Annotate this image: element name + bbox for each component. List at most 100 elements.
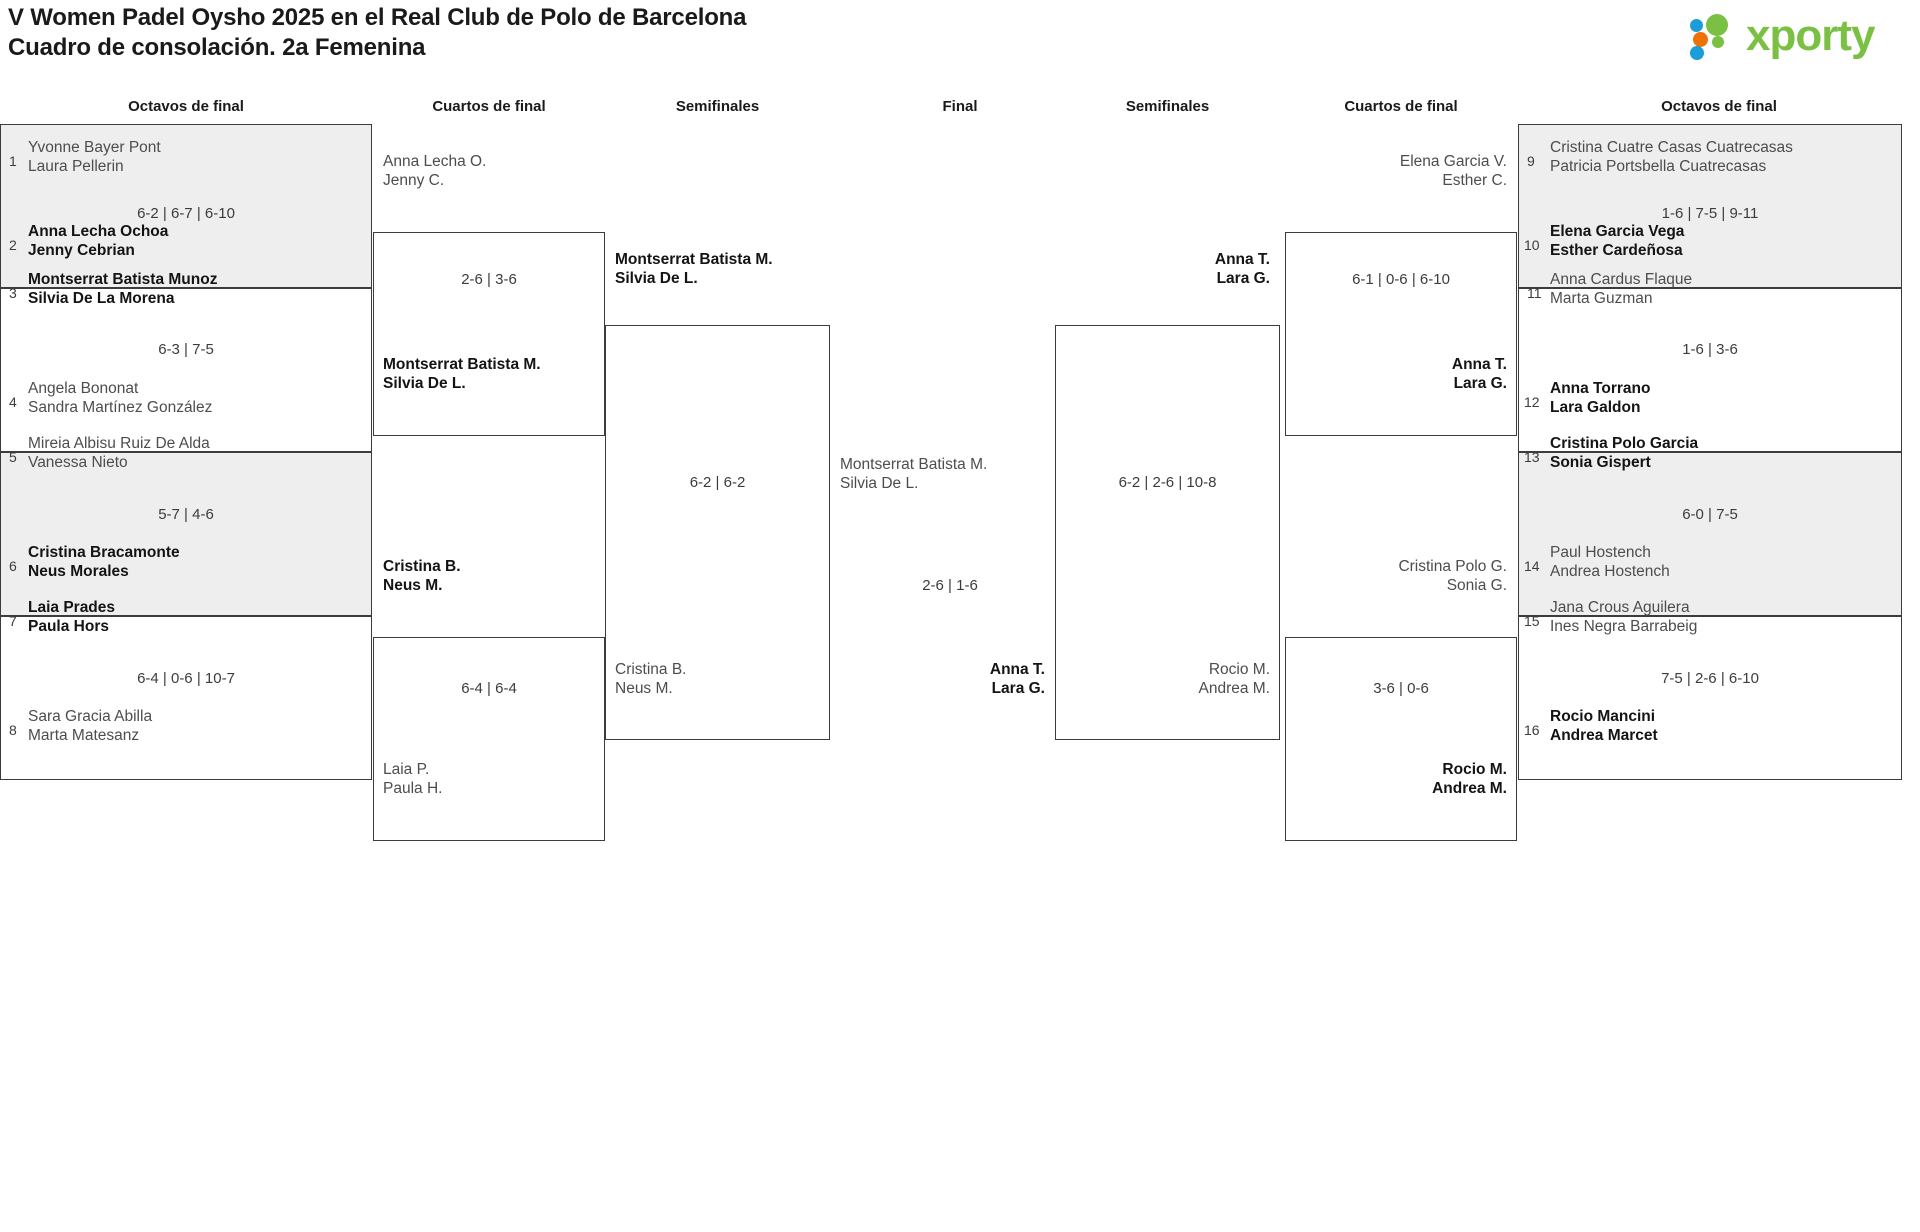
team-player2: Andrea M. <box>1198 680 1270 697</box>
match-box-left-sf-1[interactable] <box>605 325 830 740</box>
bracket-entry-right-r16-1a[interactable]: 9 Cristina Cuatre Casas Cuatrecasas Patr… <box>1518 138 1902 186</box>
seed-number: 14 <box>1524 558 1540 574</box>
match-box-left-r16-3[interactable] <box>0 452 372 616</box>
team-player2: Paula Hors <box>28 618 109 635</box>
bracket-entry-left-r16-1a[interactable]: 1 Yvonne Bayer Pont Laura Pellerin <box>0 138 372 186</box>
bracket-entry-right-qf-1b[interactable]: Anna T. Lara G. <box>1285 355 1517 403</box>
team-player1: Cristina Bracamonte <box>28 544 180 561</box>
team-player1: Anna T. <box>1451 356 1507 373</box>
bracket-entry-left-r16-2b[interactable]: 4 Angela Bononat Sandra Martínez Gonzále… <box>0 379 372 427</box>
seed-number: 8 <box>9 722 17 738</box>
team-player1: Cristina Polo Garcia <box>1550 435 1699 452</box>
team-player2: Neus M. <box>383 577 443 594</box>
team-player1: Elena Garcia V. <box>1399 153 1507 170</box>
bracket-entry-left-r16-4a[interactable]: 7 Laia Prades Paula Hors <box>0 598 372 646</box>
seed-number: 12 <box>1524 394 1540 410</box>
team-player2: Laura Pellerin <box>28 158 124 175</box>
team-player1: Elena Garcia Vega <box>1550 223 1685 240</box>
team-player1: Montserrat Batista M. <box>383 356 541 373</box>
match-box-right-qf-2[interactable] <box>1285 637 1517 841</box>
bracket-entry-right-r16-3a[interactable]: 13 Cristina Polo Garcia Sonia Gispert <box>1518 434 1902 482</box>
match-score-left-r16-3: 5-7 | 4-6 <box>158 506 214 523</box>
bracket-entry-left-r16-1b[interactable]: 2 Anna Lecha Ochoa Jenny Cebrian <box>0 222 372 270</box>
seed-number: 6 <box>9 558 17 574</box>
team-player1: Rocio Mancini <box>1550 708 1656 725</box>
match-box-right-sf-1[interactable] <box>1055 325 1280 740</box>
match-box-left-qf-1[interactable] <box>373 232 605 436</box>
match-box-left-r16-2[interactable] <box>0 288 372 452</box>
xporty-logo[interactable]: xporty <box>1690 8 1906 64</box>
bracket-entry-left-qf-1b[interactable]: Montserrat Batista M. Silvia De L. <box>373 355 605 403</box>
team-player2: Lara G. <box>1216 270 1270 287</box>
bracket-entry-left-r16-3b[interactable]: 6 Cristina Bracamonte Neus Morales <box>0 543 372 591</box>
bracket-entry-right-r16-4a[interactable]: 15 Jana Crous Aguilera Ines Negra Barrab… <box>1518 598 1902 646</box>
match-score-right-sf-1: 6-2 | 2-6 | 10-8 <box>1118 474 1217 491</box>
team-player2: Marta Guzman <box>1550 290 1653 307</box>
round-header-left-sf: Semifinales <box>675 98 760 115</box>
match-box-right-qf-1[interactable] <box>1285 232 1517 436</box>
match-score-right-r16-2: 1-6 | 3-6 <box>1682 341 1738 358</box>
team-player1: Montserrat Batista M. <box>615 251 773 268</box>
team-player2: Sonia Gispert <box>1550 454 1651 471</box>
match-box-left-r16-4[interactable] <box>0 616 372 780</box>
team-player2: Esther Cardeñosa <box>1550 242 1683 259</box>
team-player1: Anna Torrano <box>1550 380 1651 397</box>
team-player2: Andrea M. <box>1432 780 1507 797</box>
bracket-entry-right-sf-1a[interactable]: Anna T. Lara G. <box>1055 250 1280 298</box>
bracket-entry-right-qf-1a[interactable]: Elena Garcia V. Esther C. <box>1285 152 1517 200</box>
bracket-entry-left-r16-3a[interactable]: 5 Mireia Albisu Ruiz De Alda Vanessa Nie… <box>0 434 372 482</box>
bracket-entry-right-r16-2a[interactable]: 11 Anna Cardus Flaque Marta Guzman <box>1518 270 1902 318</box>
seed-number: 4 <box>9 394 17 410</box>
bracket-entry-right-sf-1b[interactable]: Rocio M. Andrea M. <box>1055 660 1280 708</box>
seed-number: 7 <box>9 613 17 629</box>
bracket-entry-right-r16-4b[interactable]: 16 Rocio Mancini Andrea Marcet <box>1518 707 1902 755</box>
match-box-right-r16-3[interactable] <box>1518 452 1902 616</box>
bracket-entry-left-r16-2a[interactable]: 3 Montserrat Batista Munoz Silvia De La … <box>0 270 372 318</box>
match-score-left-r16-4: 6-4 | 0-6 | 10-7 <box>137 670 235 687</box>
bracket-entry-final-a[interactable]: Montserrat Batista M. Silvia De L. <box>830 455 1090 503</box>
bracket-entry-left-r16-4b[interactable]: 8 Sara Gracia Abilla Marta Matesanz <box>0 707 372 755</box>
logo-dot-green-small <box>1712 36 1724 48</box>
seed-number: 5 <box>9 449 17 465</box>
team-player1: Cristina B. <box>615 661 687 678</box>
round-header-right-sf: Semifinales <box>1125 98 1210 115</box>
team-player1: Yvonne Bayer Pont <box>28 139 161 156</box>
bracket-entry-left-qf-1a[interactable]: Anna Lecha O. Jenny C. <box>373 152 605 200</box>
round-header-final: Final <box>942 98 978 115</box>
match-box-right-r16-1[interactable] <box>1518 124 1902 288</box>
team-player2: Andrea Marcet <box>1550 727 1658 744</box>
team-player2: Silvia De L. <box>615 270 698 287</box>
match-box-right-r16-2[interactable] <box>1518 288 1902 452</box>
bracket-entry-left-sf-1b[interactable]: Cristina B. Neus M. <box>605 660 830 708</box>
team-player2: Lara G. <box>991 680 1045 697</box>
bracket-entry-left-qf-2b[interactable]: Laia P. Paula H. <box>373 760 605 808</box>
match-score-left-qf-1: 2-6 | 3-6 <box>461 271 517 288</box>
round-header-right-r16: Octavos de final <box>1661 98 1777 115</box>
bracket-entry-right-r16-2b[interactable]: 12 Anna Torrano Lara Galdon <box>1518 379 1902 427</box>
match-box-left-qf-2[interactable] <box>373 637 605 841</box>
match-score-right-r16-1: 1-6 | 7-5 | 9-11 <box>1661 205 1759 222</box>
team-player1: Anna Lecha O. <box>383 153 487 170</box>
seed-number: 15 <box>1524 613 1540 629</box>
match-box-right-r16-4[interactable] <box>1518 616 1902 780</box>
team-player2: Silvia De L. <box>840 475 919 492</box>
seed-number: 9 <box>1527 153 1535 169</box>
team-player2: Jenny Cebrian <box>28 242 135 259</box>
logo-dot-blue-top <box>1690 19 1703 32</box>
match-box-left-r16-1[interactable] <box>0 124 372 288</box>
bracket-entry-left-sf-1a[interactable]: Montserrat Batista M. Silvia De L. <box>605 250 830 298</box>
team-player1: Anna Cardus Flaque <box>1550 271 1693 288</box>
team-player2: Silvia De L. <box>383 375 466 392</box>
team-player1: Rocio M. <box>1208 661 1270 678</box>
bracket-entry-right-qf-2b[interactable]: Rocio M. Andrea M. <box>1285 760 1517 808</box>
bracket-entry-final-b[interactable]: Anna T. Lara G. <box>830 660 1055 708</box>
bracket-entry-right-r16-1b[interactable]: 10 Elena Garcia Vega Esther Cardeñosa <box>1518 222 1902 270</box>
match-score-right-qf-1: 6-1 | 0-6 | 6-10 <box>1352 271 1450 288</box>
bracket-entry-right-r16-3b[interactable]: 14 Paul Hostench Andrea Hostench <box>1518 543 1902 591</box>
bracket-entry-right-qf-2a[interactable]: Cristina Polo G. Sonia G. <box>1285 557 1517 605</box>
team-player2: Marta Matesanz <box>28 727 140 744</box>
seed-number: 11 <box>1527 285 1542 301</box>
team-player2: Silvia De La Morena <box>28 290 175 307</box>
team-player1: Paul Hostench <box>1550 544 1651 561</box>
bracket-entry-left-qf-2a[interactable]: Cristina B. Neus M. <box>373 557 605 605</box>
